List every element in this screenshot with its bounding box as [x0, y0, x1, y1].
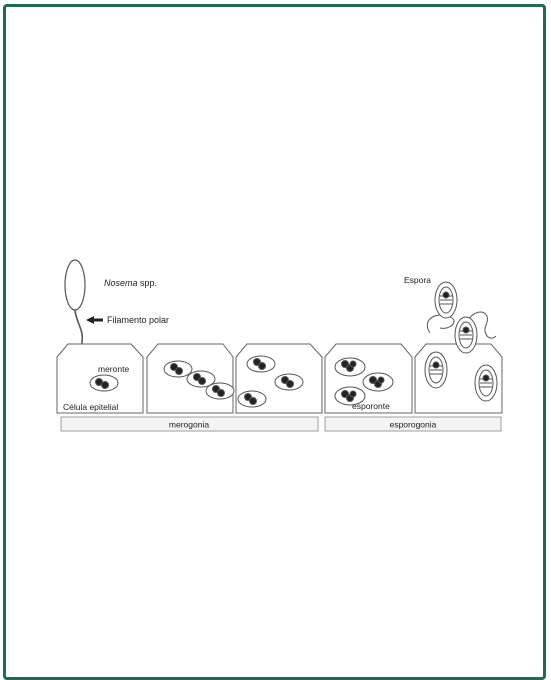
spore-body — [65, 260, 85, 310]
meront — [275, 374, 303, 390]
spore — [455, 317, 477, 353]
arrow-icon — [86, 316, 103, 324]
label-merogonia: merogonia — [169, 420, 209, 430]
extruded-filament — [427, 315, 454, 333]
label-celula-epitelial: Célula epitelial — [63, 402, 118, 412]
label-filamento-polar: Filamento polar — [107, 315, 169, 325]
label-espora: Espora — [404, 275, 431, 285]
label-nosema: Nosema spp. — [104, 278, 157, 288]
meront — [90, 375, 118, 391]
spore — [435, 282, 457, 318]
meront — [164, 361, 192, 377]
spore — [475, 365, 497, 401]
label-meronte: meronte — [98, 364, 129, 374]
spore — [425, 352, 447, 388]
label-esporonte: esporonte — [352, 401, 390, 411]
meront — [206, 383, 234, 399]
label-esporogonia: esporogonia — [390, 420, 437, 430]
sporont — [363, 373, 393, 391]
sporont — [335, 358, 365, 376]
meront — [238, 391, 266, 407]
meront — [247, 356, 275, 372]
